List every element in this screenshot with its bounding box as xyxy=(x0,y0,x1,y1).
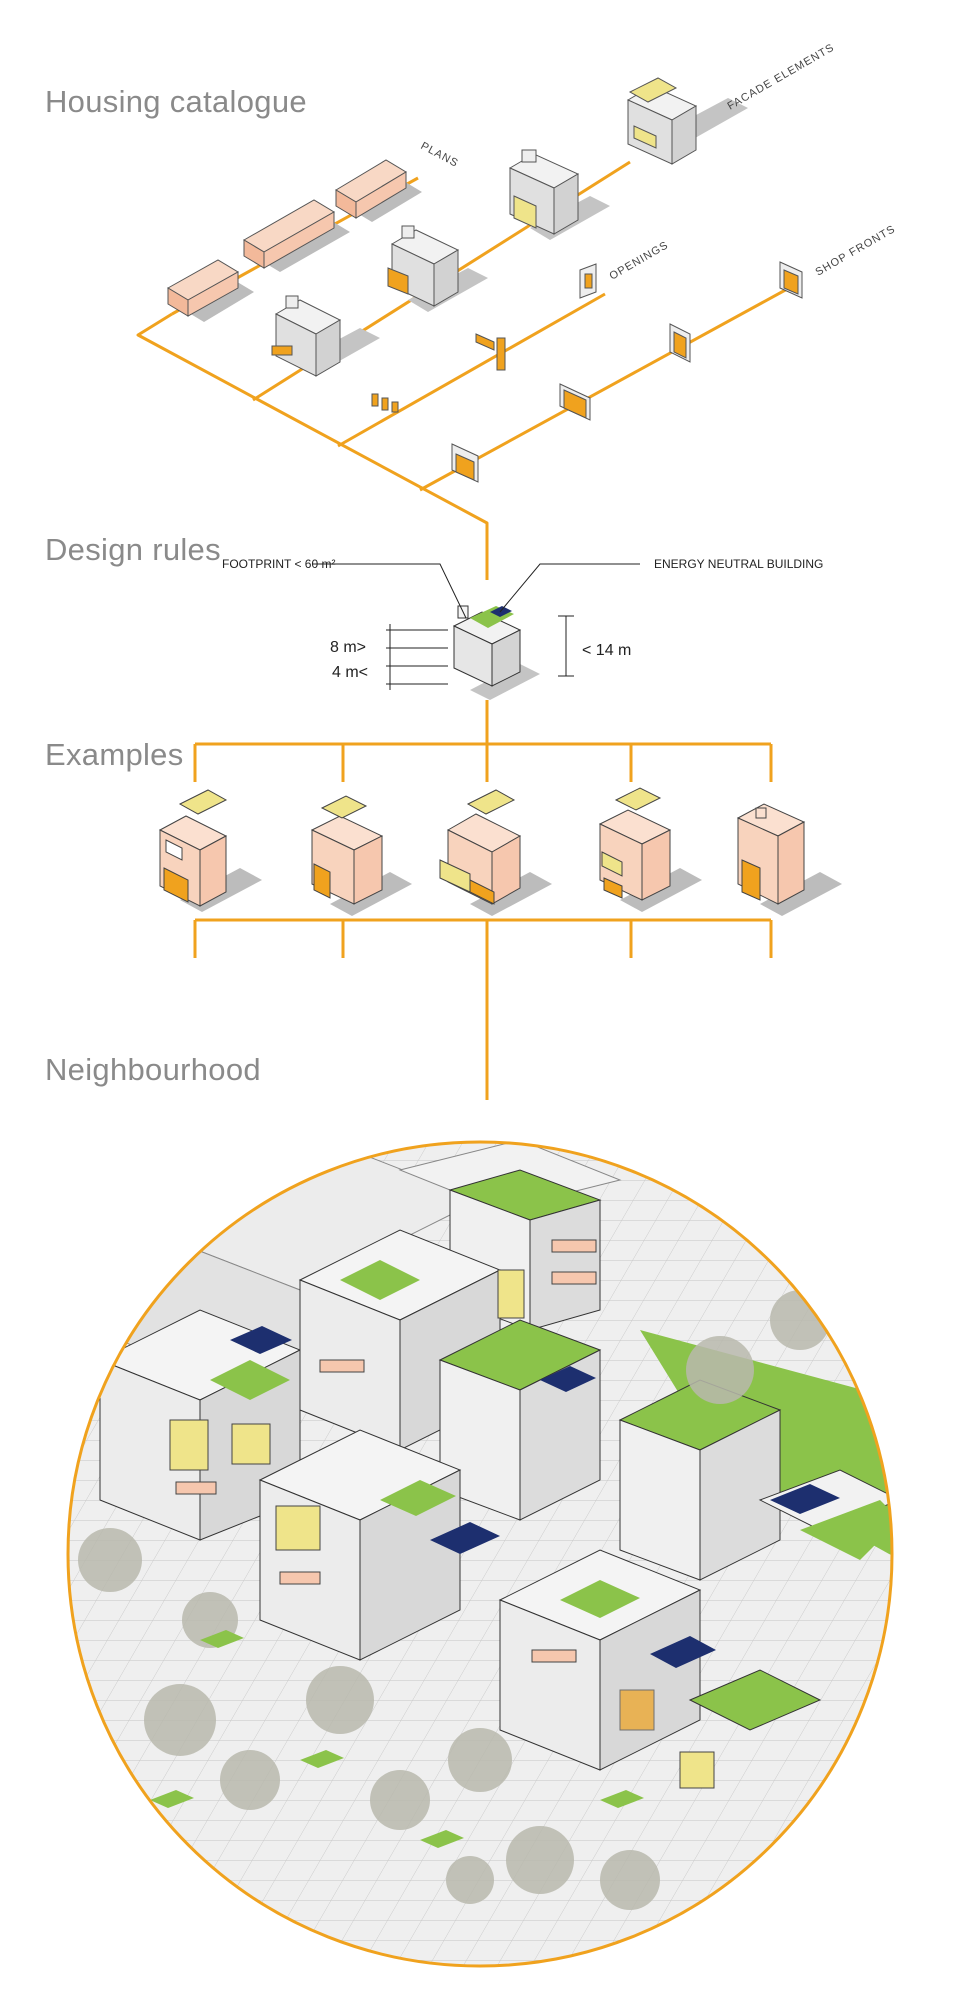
example-house-3 xyxy=(439,789,552,916)
rule-footprint: FOOTPRINT < 60 m² xyxy=(222,557,335,571)
volume-house-1 xyxy=(271,295,380,377)
shopfront-element-2 xyxy=(559,383,591,421)
volume-house-2 xyxy=(387,225,488,312)
opening-element-1 xyxy=(371,393,399,413)
opening-element-3 xyxy=(579,263,597,299)
title-neighbourhood: Neighbourhood xyxy=(45,1052,261,1087)
height-dimension-right xyxy=(558,615,574,677)
neighbourhood-view xyxy=(68,1142,892,1966)
neighbourhood-circle-border xyxy=(66,1140,894,1968)
plan-block-2 xyxy=(243,199,350,272)
label-plans: PLANS xyxy=(419,140,461,170)
shopfront-element-3 xyxy=(669,323,691,363)
plan-block-1 xyxy=(167,259,254,322)
title-examples: Examples xyxy=(45,737,184,772)
examples-frame xyxy=(193,700,773,1100)
catalogue-tree xyxy=(136,160,801,580)
label-openings: OPENINGS xyxy=(608,239,671,282)
plan-block-3 xyxy=(335,159,422,222)
street-trees xyxy=(78,1290,830,1910)
rule-leaders xyxy=(312,563,640,619)
grass-patches xyxy=(150,1630,644,1848)
example-house-4 xyxy=(598,787,702,912)
height-dimension-left xyxy=(386,624,448,690)
volume-house-4 xyxy=(626,77,748,165)
rule-total-height: < 14 m xyxy=(582,642,631,659)
rule-building xyxy=(452,605,540,700)
volume-house-3 xyxy=(508,149,610,240)
example-house-5 xyxy=(736,803,842,916)
buildings-row-front xyxy=(498,1549,822,1789)
title-design-rules: Design rules xyxy=(45,532,221,567)
example-house-1 xyxy=(158,789,262,912)
buildings-row-right xyxy=(618,1379,892,1581)
buildings-row-lower xyxy=(258,1429,500,1661)
rule-height-min: 4 m< xyxy=(332,664,368,681)
example-house-2 xyxy=(310,795,412,916)
rule-energy: ENERGY NEUTRAL BUILDING xyxy=(654,557,823,571)
shopfront-element-4 xyxy=(779,261,803,299)
opening-element-2 xyxy=(475,333,506,371)
label-shop-fronts: SHOP FRONTS xyxy=(814,223,898,279)
title-housing-catalogue: Housing catalogue xyxy=(45,84,307,119)
buildings-row-center xyxy=(438,1319,602,1521)
shopfront-element-1 xyxy=(451,443,479,483)
rule-height-max: 8 m> xyxy=(330,639,366,656)
label-facade-elements: FACADE ELEMENTS xyxy=(726,42,837,113)
